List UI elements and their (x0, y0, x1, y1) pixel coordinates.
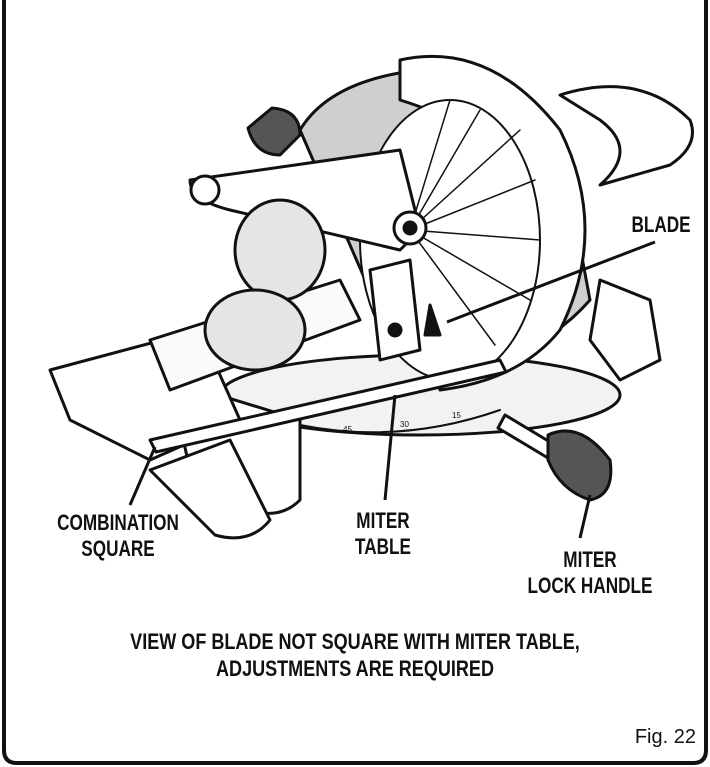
blade-marker (423, 303, 442, 337)
arm-pivot (189, 174, 221, 206)
combination-square-label: COMBINATION SQUARE (40, 510, 196, 562)
leader-lines (128, 240, 656, 539)
miter-saw-drawing (48, 54, 694, 540)
blade-label-text: BLADE (631, 212, 691, 237)
miter-lock-handle-label: MITER LOCK HANDLE (520, 547, 660, 599)
miter-table-label: MITER TABLE (344, 508, 422, 560)
miter-table-label-line2: TABLE (355, 534, 411, 559)
top-knob (246, 106, 302, 157)
scale-marks: 45 30 15 (343, 411, 461, 434)
combination-square-head (368, 258, 422, 362)
miter-scale (299, 409, 501, 434)
figure-caption: VIEW OF BLADE NOT SQUARE WITH MITER TABL… (64, 628, 646, 682)
miter-lock-leader (578, 494, 592, 539)
blade-leader (446, 240, 656, 324)
caption-line2: ADJUSTMENTS ARE REQUIRED (216, 656, 494, 681)
miter-lock-knob (546, 429, 613, 502)
scale-mark-45: 45 (343, 425, 352, 434)
caption-line1: VIEW OF BLADE NOT SQUARE WITH MITER TABL… (130, 629, 580, 654)
base-right-foot (588, 278, 662, 382)
blade-label: BLADE (610, 212, 710, 238)
miter-lock-handle-label-line1: MITER (563, 547, 617, 572)
combination-square-leader (128, 446, 157, 506)
scale-mark-15: 15 (452, 411, 461, 420)
rear-handle (558, 85, 694, 187)
left-mount (148, 438, 272, 540)
miter-table-label-line1: MITER (356, 508, 410, 533)
combination-square-label-line2: SQUARE (81, 536, 155, 561)
blade-teeth-lines (409, 99, 541, 346)
miter-lock-handle-label-line2: LOCK HANDLE (527, 573, 653, 598)
combination-square-label-line1: COMBINATION (57, 510, 179, 535)
lower-disc (233, 198, 327, 302)
figure-number: Fig. 22 (634, 726, 696, 748)
miter-table-leader (383, 394, 397, 501)
scale-mark-30: 30 (400, 420, 409, 429)
